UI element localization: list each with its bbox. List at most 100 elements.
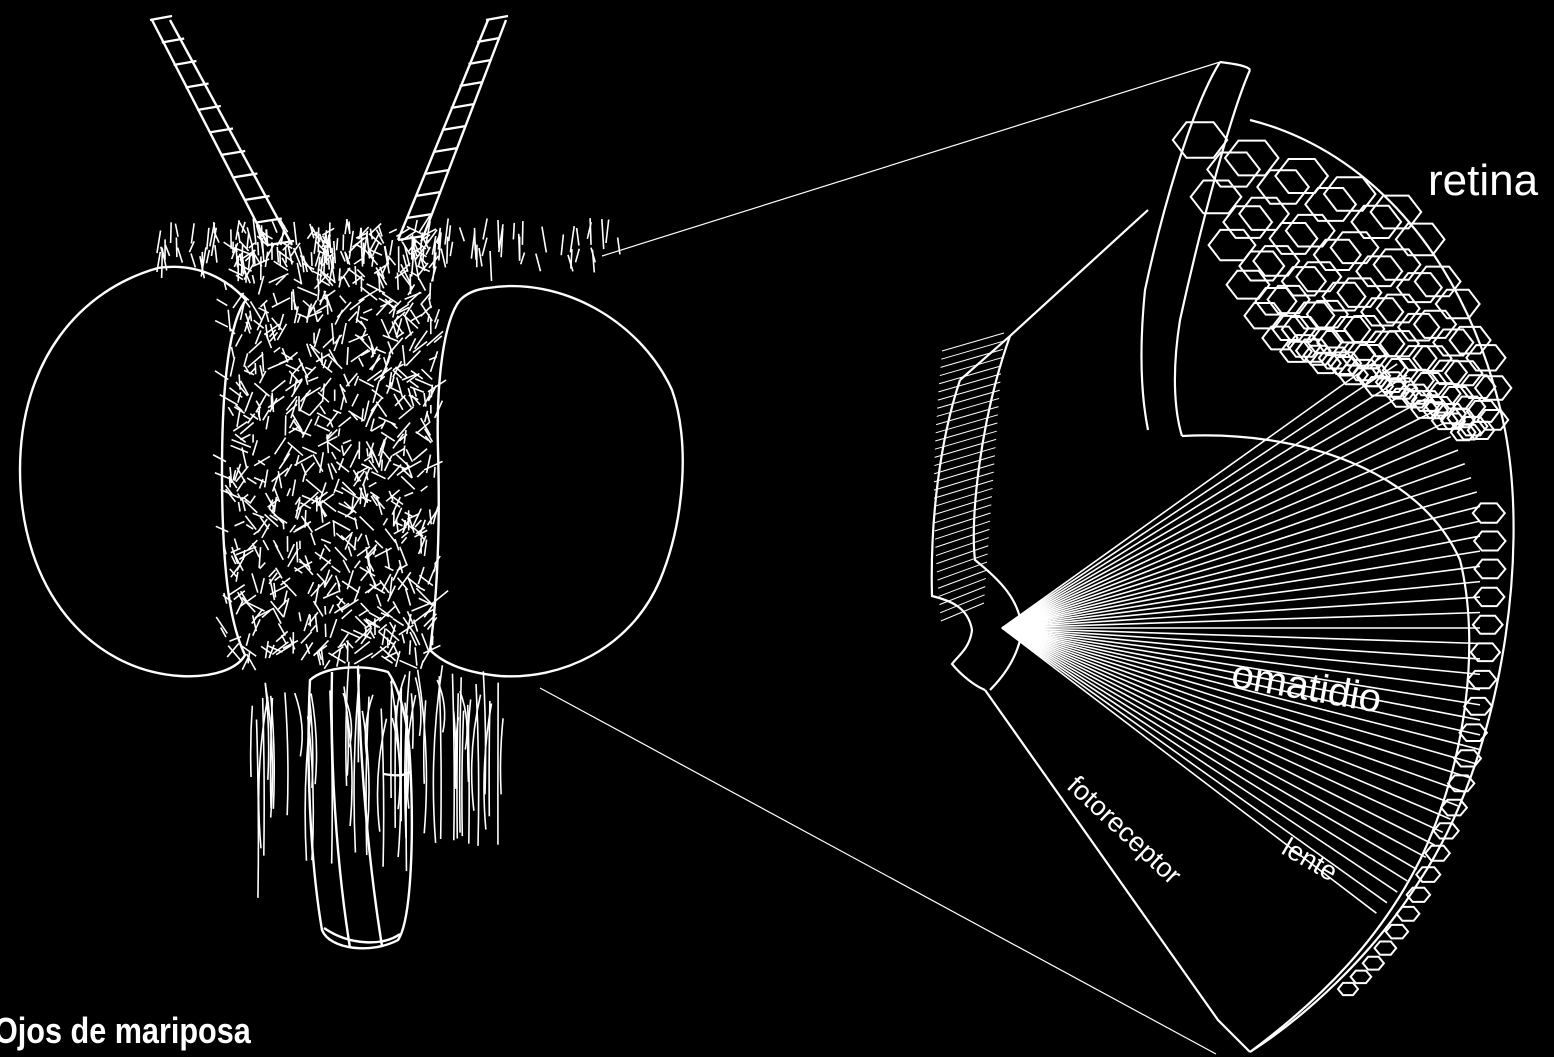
ommatidium-line <box>1002 628 1397 892</box>
hatch-line <box>941 603 984 621</box>
hair <box>391 678 392 798</box>
hair <box>382 460 383 471</box>
ommatidium-line <box>1002 424 1443 628</box>
hair <box>308 582 314 594</box>
hair <box>261 578 265 594</box>
ommatidium-line <box>1002 628 1417 869</box>
hair <box>273 293 277 305</box>
hair <box>395 539 399 550</box>
hair <box>239 550 253 559</box>
hair <box>320 406 325 414</box>
hair <box>279 314 284 330</box>
hair <box>290 375 292 384</box>
hair <box>355 376 359 386</box>
hair <box>424 540 426 557</box>
hatch-line <box>940 358 1002 376</box>
hair <box>331 647 343 656</box>
hair <box>342 323 346 344</box>
hair <box>383 335 398 341</box>
hair <box>263 540 268 550</box>
hair <box>318 279 319 292</box>
antenna-segment <box>416 192 441 196</box>
hair <box>304 614 310 631</box>
hair <box>257 719 259 897</box>
hair <box>292 479 295 496</box>
hair <box>335 335 342 344</box>
hair <box>301 632 312 643</box>
hair <box>577 228 579 245</box>
hair <box>305 463 315 474</box>
hair <box>409 338 415 351</box>
figure-title: Ojos de mariposa <box>0 1010 251 1052</box>
hair <box>252 275 254 283</box>
hair <box>303 474 305 482</box>
hair <box>231 445 249 452</box>
hair <box>299 612 301 621</box>
hair <box>322 500 336 511</box>
head-hairs <box>157 216 620 898</box>
hair <box>236 334 242 346</box>
hair <box>361 572 368 581</box>
hair <box>251 706 253 777</box>
hair <box>247 232 249 248</box>
cone-upper-edge <box>960 210 1148 380</box>
hair <box>490 251 491 281</box>
hair <box>300 410 310 416</box>
hair <box>244 353 248 366</box>
hair <box>366 535 369 546</box>
hair <box>230 357 234 376</box>
hair <box>314 329 319 347</box>
hair <box>298 314 301 323</box>
facet-hexagon <box>1416 867 1440 882</box>
hair <box>315 584 319 605</box>
hair <box>441 249 445 268</box>
hair <box>369 482 377 486</box>
hair <box>413 632 419 645</box>
hair <box>229 476 230 487</box>
hair <box>309 401 322 416</box>
hair <box>274 497 276 512</box>
hair <box>430 283 431 300</box>
hatch-line <box>936 407 998 425</box>
facet-hexagon <box>1448 775 1474 791</box>
hair <box>314 601 323 616</box>
hair <box>259 308 269 313</box>
hatch-line <box>934 456 995 474</box>
hatch-line <box>938 374 1000 392</box>
antennae <box>150 16 508 245</box>
hair <box>338 428 339 436</box>
facet-hexagon <box>1413 346 1451 371</box>
hair <box>332 452 336 459</box>
hair <box>406 588 411 605</box>
hair <box>265 469 268 487</box>
hair <box>349 334 368 342</box>
hatch-line <box>934 505 991 523</box>
hair <box>317 574 326 584</box>
hair <box>343 560 350 573</box>
facet-hexagon <box>1380 331 1419 356</box>
hatch-line <box>936 538 989 556</box>
hair <box>359 610 368 616</box>
hair <box>334 490 343 494</box>
hair <box>403 396 411 407</box>
hair <box>423 247 424 260</box>
facet-hexagon <box>1351 971 1372 984</box>
hair <box>388 465 401 480</box>
hair <box>561 234 563 255</box>
hair <box>452 674 454 841</box>
hair <box>376 594 380 606</box>
hair <box>410 640 411 654</box>
hair <box>439 676 441 839</box>
hair <box>327 361 331 370</box>
facet-hexagon <box>1450 327 1491 354</box>
hair <box>266 416 268 429</box>
ommatidium-line <box>1002 375 1407 628</box>
hair <box>381 319 389 338</box>
hair <box>311 252 312 266</box>
retina-label: retina <box>1428 156 1538 206</box>
eye-outer-dome <box>1250 120 1514 1052</box>
hair <box>592 250 594 273</box>
ommatidium-line <box>1002 506 1480 628</box>
ommatidium-line <box>1002 628 1435 845</box>
